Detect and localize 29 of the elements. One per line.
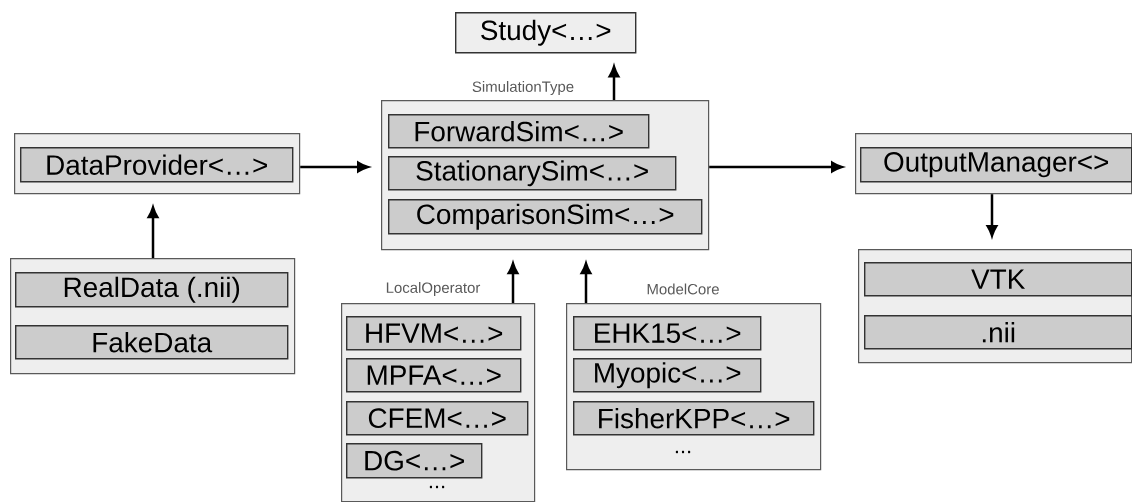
- group-heading: SimulationType: [472, 81, 574, 95]
- class-box: CFEM<…>: [346, 401, 529, 436]
- class-box: FakeData: [15, 325, 289, 360]
- class-box: DataProvider<…>: [20, 147, 294, 183]
- class-box: VTK: [864, 262, 1132, 297]
- class-box: HFVM<…>: [346, 316, 522, 351]
- arrow: [608, 65, 620, 100]
- class-box: RealData (.nii): [15, 272, 289, 308]
- class-box: Myopic<…>: [573, 358, 762, 393]
- class-box: OutputManager<>: [860, 147, 1132, 183]
- arrow: [147, 206, 159, 258]
- class-box: DG<…>: [346, 443, 483, 479]
- arrow: [986, 194, 998, 237]
- ellipsis-text: ...: [675, 450, 691, 454]
- class-box: Study<…>: [455, 12, 637, 54]
- class-box: StationarySim<…>: [388, 156, 677, 191]
- arrow: [300, 161, 369, 173]
- class-box: ForwardSim<…>: [388, 114, 650, 149]
- group-heading: LocalOperator: [386, 282, 481, 296]
- class-box: FisherKPP<…>: [573, 401, 815, 436]
- class-box: MPFA<…>: [346, 358, 522, 393]
- ellipsis-text: ...: [429, 485, 445, 489]
- class-box: .nii: [864, 315, 1132, 350]
- class-box: EHK15<…>: [573, 316, 762, 351]
- group-heading: ModelCore: [647, 283, 719, 295]
- class-box: ComparisonSim<…>: [388, 199, 703, 235]
- arrow: [507, 262, 519, 303]
- arrow: [580, 262, 592, 303]
- arrow: [709, 161, 843, 173]
